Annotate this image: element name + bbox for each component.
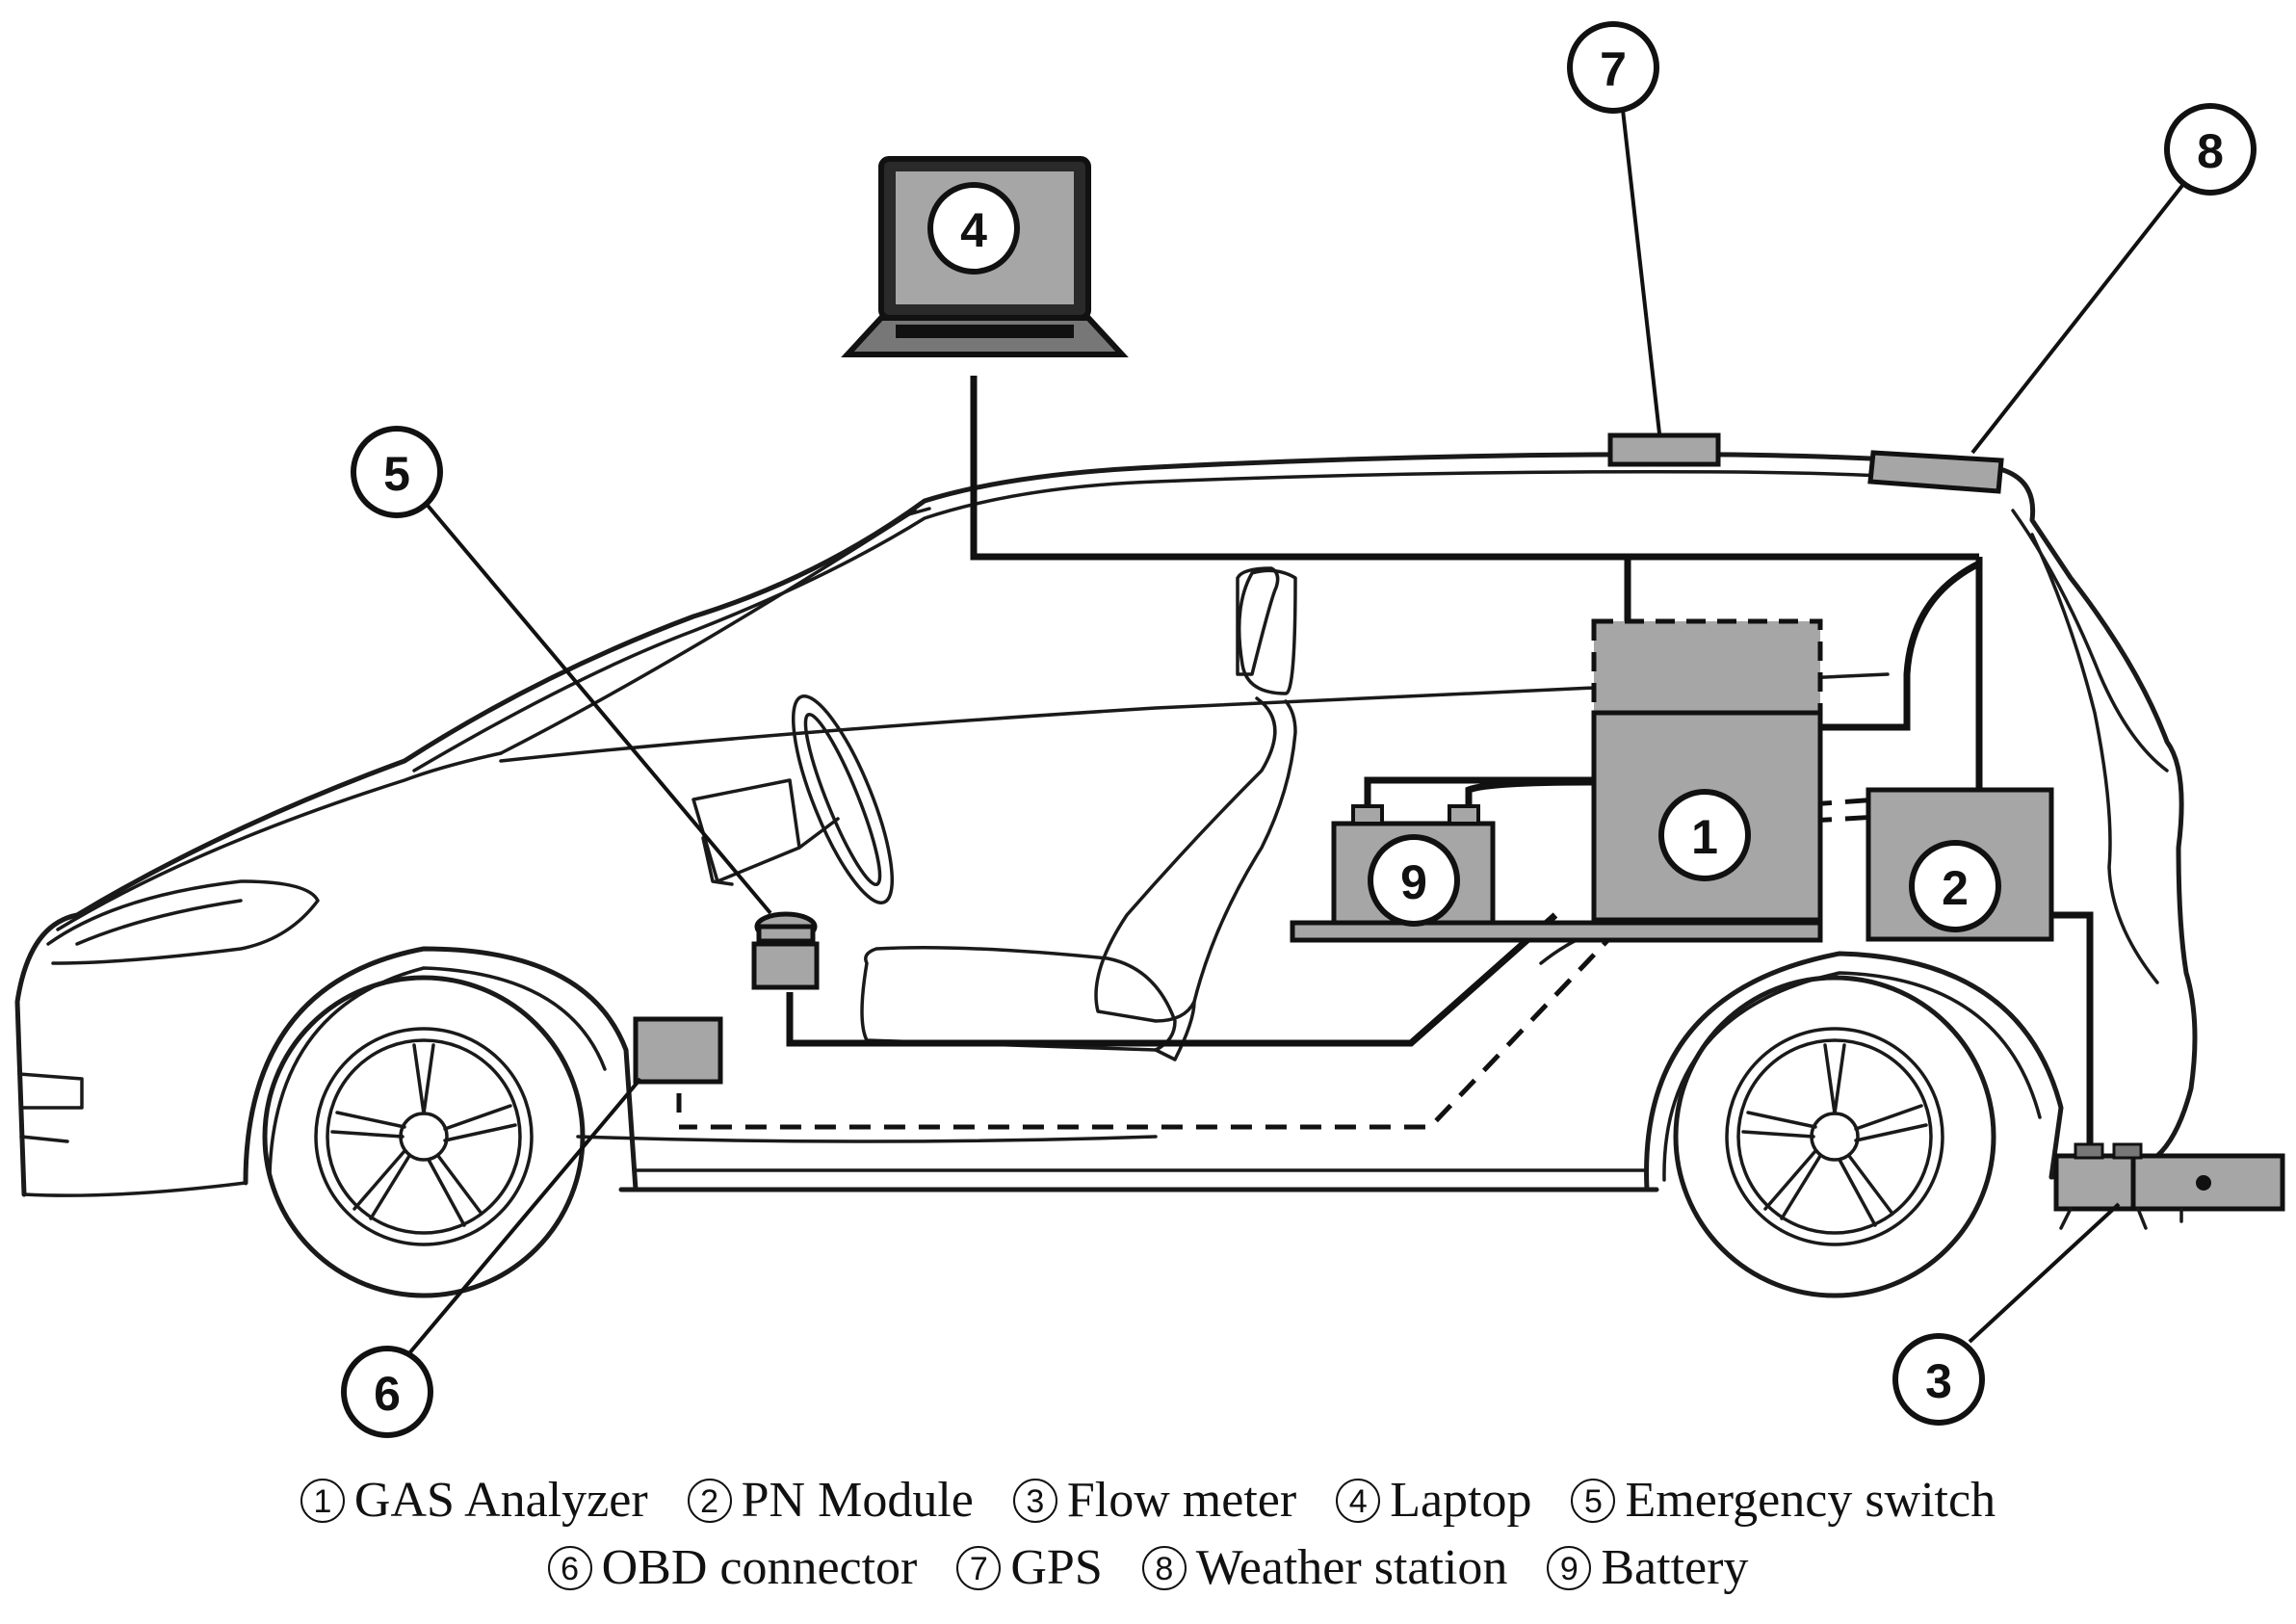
svg-text:8: 8 bbox=[2197, 124, 2224, 178]
svg-text:1: 1 bbox=[1691, 810, 1718, 864]
emergency-switch-device bbox=[751, 911, 820, 990]
callout-8: 8 bbox=[1970, 103, 2257, 455]
legend-number: 8 bbox=[1141, 1546, 1187, 1590]
legend-label: OBD connector bbox=[601, 1540, 918, 1595]
legend-label: Flow meter bbox=[1066, 1473, 1297, 1528]
svg-text:6: 6 bbox=[374, 1367, 401, 1421]
svg-text:5: 5 bbox=[383, 447, 410, 501]
weather-station-device bbox=[1867, 450, 2004, 494]
svg-text:7: 7 bbox=[1600, 42, 1627, 96]
callout-1: 1 bbox=[1658, 789, 1751, 881]
legend-label: Emergency switch bbox=[1625, 1473, 1996, 1528]
seat bbox=[860, 566, 1297, 1061]
svg-text:2: 2 bbox=[1942, 861, 1969, 915]
legend-label: Weather station bbox=[1195, 1540, 1508, 1595]
legend-number: 3 bbox=[1012, 1479, 1057, 1523]
legend-number: 2 bbox=[687, 1479, 732, 1523]
callout-7: 7 bbox=[1567, 21, 1661, 434]
legend-label: Laptop bbox=[1390, 1473, 1532, 1528]
callout-4: 4 bbox=[927, 182, 1020, 275]
legend-label: GAS Analyzer bbox=[353, 1473, 648, 1528]
car-body bbox=[14, 452, 2198, 1197]
legend-number: 9 bbox=[1547, 1546, 1592, 1590]
svg-text:3: 3 bbox=[1925, 1354, 1952, 1408]
legend-number: 6 bbox=[547, 1546, 592, 1590]
cables bbox=[676, 376, 2094, 1161]
front-wheel bbox=[262, 975, 586, 1298]
mounting-plate bbox=[1290, 920, 1823, 943]
legend-label: PN Module bbox=[741, 1473, 974, 1528]
legend-number: 1 bbox=[300, 1479, 345, 1523]
callout-3: 3 bbox=[1892, 1202, 2121, 1426]
svg-text:4: 4 bbox=[960, 203, 987, 257]
legend-number: 7 bbox=[956, 1546, 1002, 1590]
callout-9: 9 bbox=[1368, 834, 1460, 927]
legend-number: 5 bbox=[1571, 1479, 1616, 1523]
callout-6: 6 bbox=[341, 1077, 642, 1438]
gps-device bbox=[1607, 432, 1721, 467]
svg-text:9: 9 bbox=[1400, 855, 1427, 909]
obd-connector-device bbox=[633, 1016, 723, 1085]
legend-number: 4 bbox=[1336, 1479, 1381, 1523]
legend-label: Battery bbox=[1601, 1540, 1749, 1595]
callout-2: 2 bbox=[1909, 840, 2001, 932]
callout-5: 5 bbox=[351, 426, 772, 915]
rear-wheel bbox=[1673, 975, 1996, 1298]
steering-wheel bbox=[691, 694, 895, 904]
flow-meter-device bbox=[2053, 1142, 2285, 1230]
legend-label: GPS bbox=[1010, 1540, 1103, 1595]
